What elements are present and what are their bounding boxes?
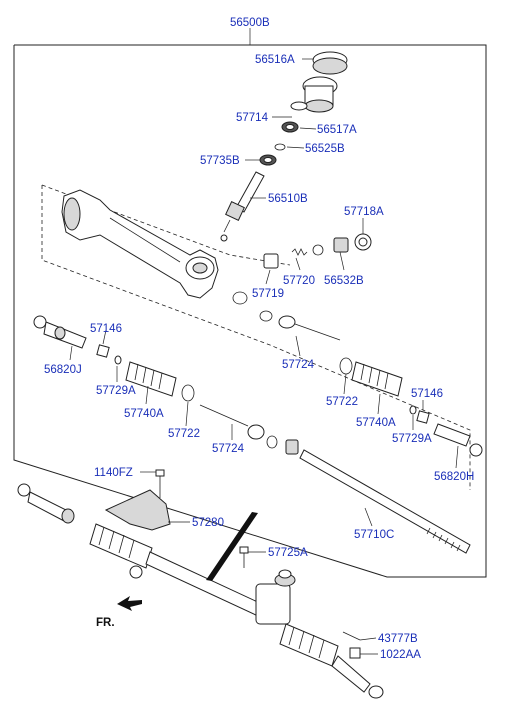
- callout-56820J[interactable]: 56820J: [44, 364, 82, 376]
- callout-56510B[interactable]: 56510B: [268, 193, 308, 205]
- clamp-57722-right[interactable]: [339, 357, 353, 375]
- oring-housing[interactable]: [232, 291, 248, 305]
- rack-housing[interactable]: [61, 189, 219, 299]
- locknut-57146-left[interactable]: [96, 344, 110, 358]
- inner-tie-rod-57724-right[interactable]: [278, 315, 341, 341]
- clip-57729A-right[interactable]: [409, 405, 417, 415]
- spring-57720[interactable]: [291, 248, 308, 256]
- callout-57735B[interactable]: 57735B: [200, 155, 240, 167]
- tie-rod-end-56820J[interactable]: [33, 315, 87, 349]
- rack-bar-57710C[interactable]: [266, 435, 471, 554]
- callout-57729A-left[interactable]: 57729A: [96, 385, 136, 397]
- callout-57718A[interactable]: 57718A: [344, 206, 384, 218]
- front-arrow-icon: [117, 596, 142, 611]
- callout-56525B[interactable]: 56525B: [305, 143, 345, 155]
- assembly-label[interactable]: 56500B: [230, 17, 270, 29]
- bolt-1140FZ[interactable]: [155, 469, 165, 498]
- ring-56525B[interactable]: [274, 143, 286, 151]
- callout-56516A[interactable]: 56516A: [255, 54, 295, 66]
- inner-tie-rod-57724-left[interactable]: [199, 404, 265, 440]
- locknut-57146-right[interactable]: [416, 410, 430, 424]
- callout-57710C[interactable]: 57710C: [354, 529, 394, 541]
- clamp-57722-left[interactable]: [181, 384, 195, 402]
- callout-57720[interactable]: 57720: [283, 275, 315, 287]
- bushing-left[interactable]: [259, 310, 273, 322]
- bolt-57725A[interactable]: [239, 546, 249, 568]
- callout-57724-left[interactable]: 57724: [212, 443, 245, 455]
- yoke-plug-56532B[interactable]: [312, 237, 349, 256]
- callout-57146-right[interactable]: 57146: [411, 388, 443, 400]
- heat-shield-57280[interactable]: [104, 489, 171, 531]
- callout-57280[interactable]: 57280: [192, 517, 224, 529]
- callout-43777B[interactable]: 43777B: [378, 633, 418, 645]
- bearing-cap-56516A[interactable]: [302, 51, 348, 113]
- bearing-57735B[interactable]: [259, 154, 277, 166]
- callout-57729A-right[interactable]: 57729A: [392, 433, 432, 445]
- callout-1140FZ[interactable]: 1140FZ: [94, 467, 133, 479]
- callout-56820H[interactable]: 56820H: [434, 471, 474, 483]
- callout-57714[interactable]: 57714: [236, 112, 269, 124]
- leader-lines: [69, 58, 459, 655]
- yoke-57719[interactable]: [263, 253, 279, 269]
- locknut-57718A[interactable]: [354, 233, 372, 251]
- callout-57146-left[interactable]: 57146: [90, 323, 122, 335]
- callout-1022AA[interactable]: 1022AA: [380, 649, 421, 661]
- callout-57725A[interactable]: 57725A: [268, 547, 308, 559]
- callout-57740A-right[interactable]: 57740A: [356, 417, 396, 429]
- seal-57714[interactable]: [290, 101, 308, 111]
- callout-56532B[interactable]: 56532B: [324, 275, 364, 287]
- boot-57740A-left[interactable]: [125, 361, 177, 397]
- tie-rod-end-56820H[interactable]: [433, 423, 483, 457]
- callout-57719[interactable]: 57719: [252, 288, 284, 300]
- callout-57740A-left[interactable]: 57740A: [124, 408, 164, 420]
- assembly-boundary: [13, 44, 487, 578]
- seal-56517A[interactable]: [281, 121, 299, 133]
- pinion-shaft-56510B[interactable]: [220, 171, 265, 242]
- callout-56517A[interactable]: 56517A: [317, 124, 357, 136]
- callout-57722-left[interactable]: 57722: [168, 428, 200, 440]
- clip-57729A-left[interactable]: [114, 355, 122, 365]
- cotter-pin-43777B[interactable]: [342, 631, 361, 641]
- assembled-gear[interactable]: [17, 483, 384, 699]
- assembly-link-arrow: [206, 512, 258, 581]
- callout-57722-right[interactable]: 57722: [326, 396, 358, 408]
- boot-57740A-right[interactable]: [351, 361, 403, 397]
- callout-57724-right[interactable]: 57724: [282, 359, 315, 371]
- castle-nut-1022AA[interactable]: [349, 647, 361, 659]
- front-label: FR.: [96, 617, 115, 629]
